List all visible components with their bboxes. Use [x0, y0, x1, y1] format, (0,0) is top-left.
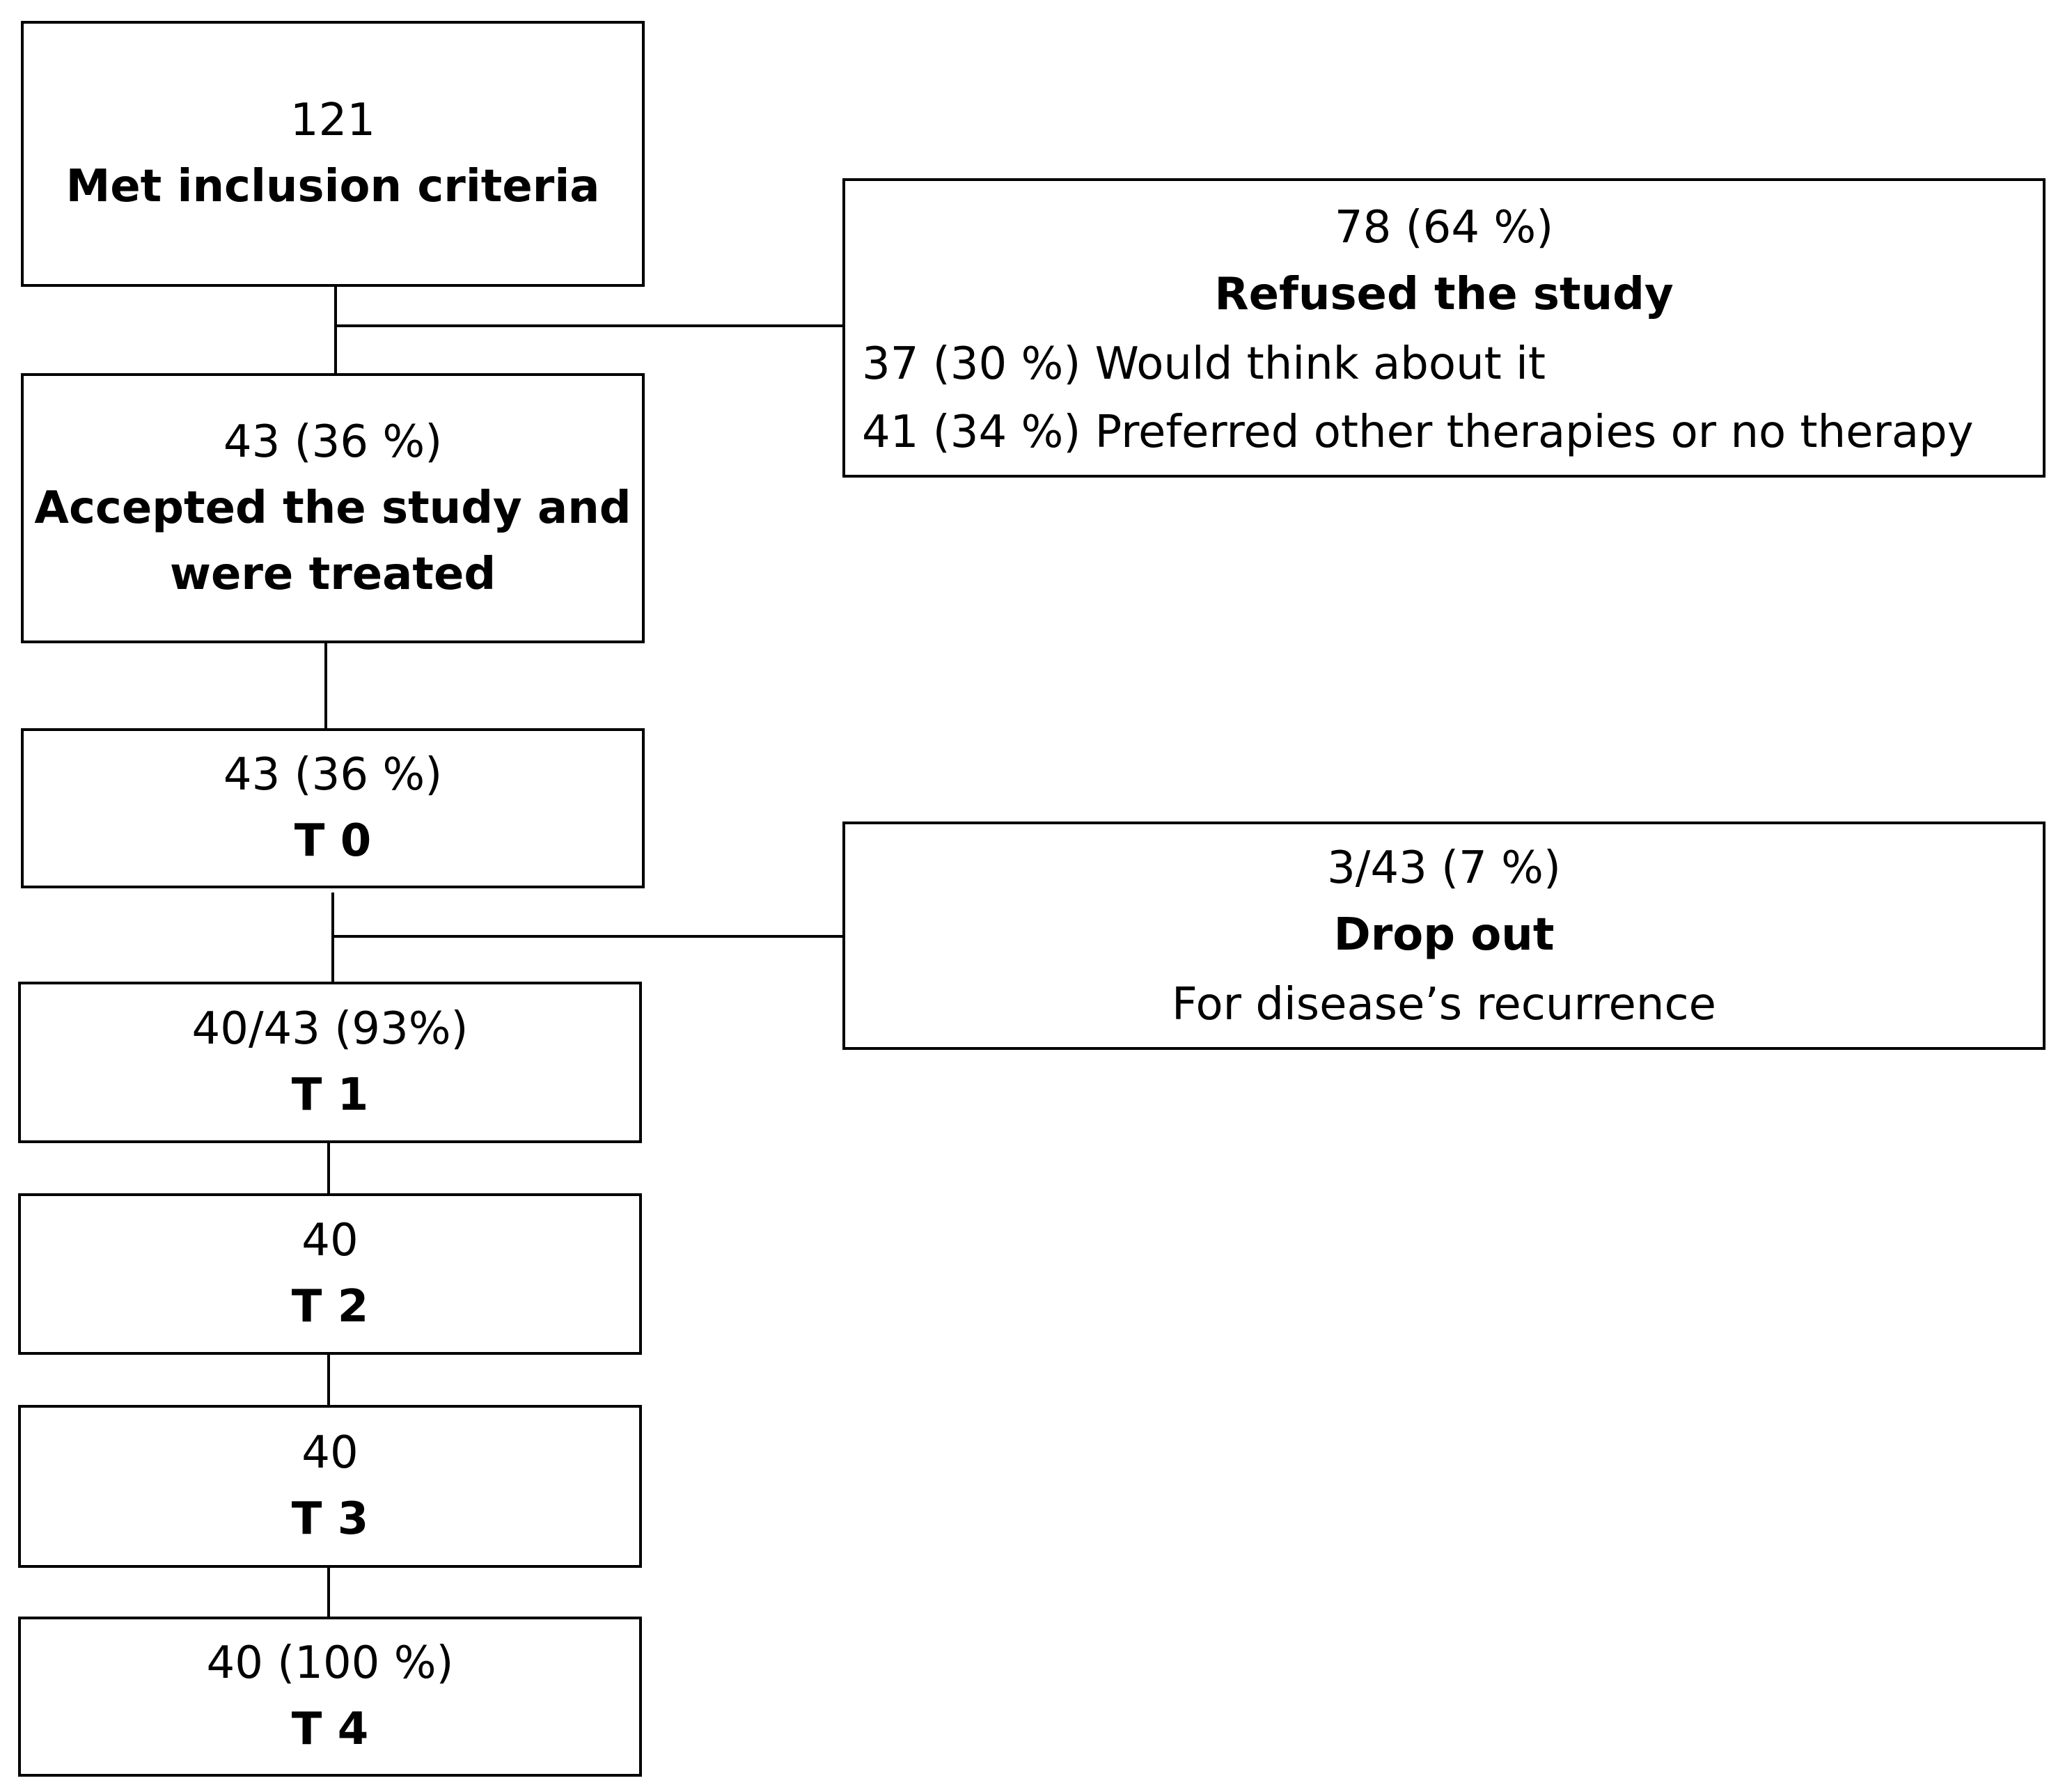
connector-inclusion-accepted [334, 285, 337, 376]
refused-reason-1: 37 (30 %) Would think about it [862, 338, 1546, 390]
t0-box: 43 (36 %) T 0 [21, 728, 645, 888]
t0-label: T 0 [294, 815, 372, 867]
t4-count: 40 (100 %) [206, 1637, 454, 1689]
connector-to-dropout [331, 935, 844, 938]
t1-box: 40/43 (93%) T 1 [18, 982, 642, 1143]
inclusion-box: 121 Met inclusion criteria [21, 21, 645, 287]
t4-label: T 4 [291, 1704, 369, 1755]
t2-box: 40 T 2 [18, 1193, 642, 1355]
t3-label: T 3 [291, 1493, 369, 1545]
connector-t1-t2 [327, 1142, 330, 1195]
t2-count: 40 [301, 1215, 359, 1266]
refused-label: Refused the study [1214, 269, 1674, 320]
connector-t0-t1 [331, 893, 334, 983]
dropout-reason: For disease’s recurrence [1171, 979, 1717, 1030]
connector-t2-t3 [327, 1353, 330, 1406]
refused-box: 78 (64 %) Refused the study 37 (30 %) Wo… [842, 178, 2046, 478]
t3-box: 40 T 3 [18, 1405, 642, 1568]
dropout-label: Drop out [1333, 909, 1555, 961]
accepted-label-line2: were treated [169, 548, 496, 600]
t0-count: 43 (36 %) [223, 749, 443, 801]
t1-count: 40/43 (93%) [191, 1003, 469, 1055]
connector-to-refused [334, 324, 844, 327]
t4-box: 40 (100 %) T 4 [18, 1617, 642, 1777]
connector-accepted-t0 [324, 642, 327, 730]
t3-count: 40 [301, 1427, 359, 1479]
refused-reason-2: 41 (34 %) Preferred other therapies or n… [862, 407, 1974, 458]
accepted-box: 43 (36 %) Accepted the study and were tr… [21, 373, 645, 643]
accepted-label-line1: Accepted the study and [34, 482, 631, 534]
t2-label: T 2 [291, 1281, 369, 1333]
inclusion-count: 121 [290, 95, 376, 146]
dropout-count: 3/43 (7 %) [1327, 842, 1561, 894]
refused-count: 78 (64 %) [1334, 202, 1554, 253]
dropout-box: 3/43 (7 %) Drop out For disease’s recurr… [842, 822, 2046, 1050]
accepted-count: 43 (36 %) [223, 416, 443, 468]
connector-t3-t4 [327, 1566, 330, 1618]
inclusion-label: Met inclusion criteria [65, 161, 600, 212]
t1-label: T 1 [291, 1069, 369, 1121]
